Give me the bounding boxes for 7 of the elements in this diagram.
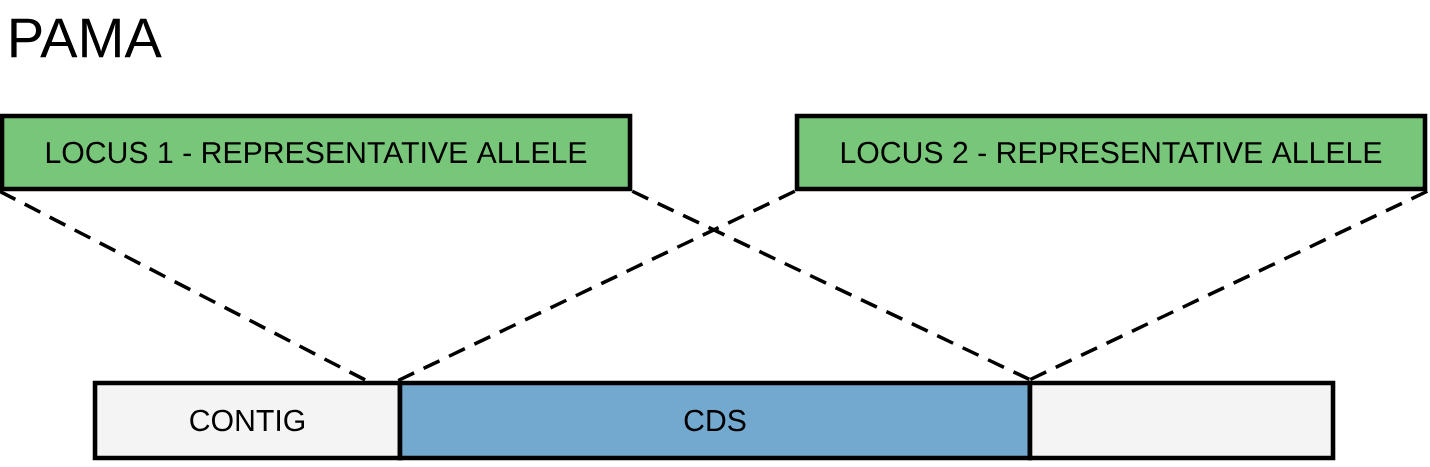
title: PAMA [11,18,162,58]
contig-box [1027,380,1336,461]
allele-box: LOCUS 2 - REPRESENTATIVE ALLELE [794,113,1428,192]
cds-box: CDS [397,380,1033,461]
allele-box: LOCUS 1 - REPRESENTATIVE ALLELE [0,113,633,192]
contig-box: CONTIG [92,380,403,461]
dashed-line [396,189,796,383]
